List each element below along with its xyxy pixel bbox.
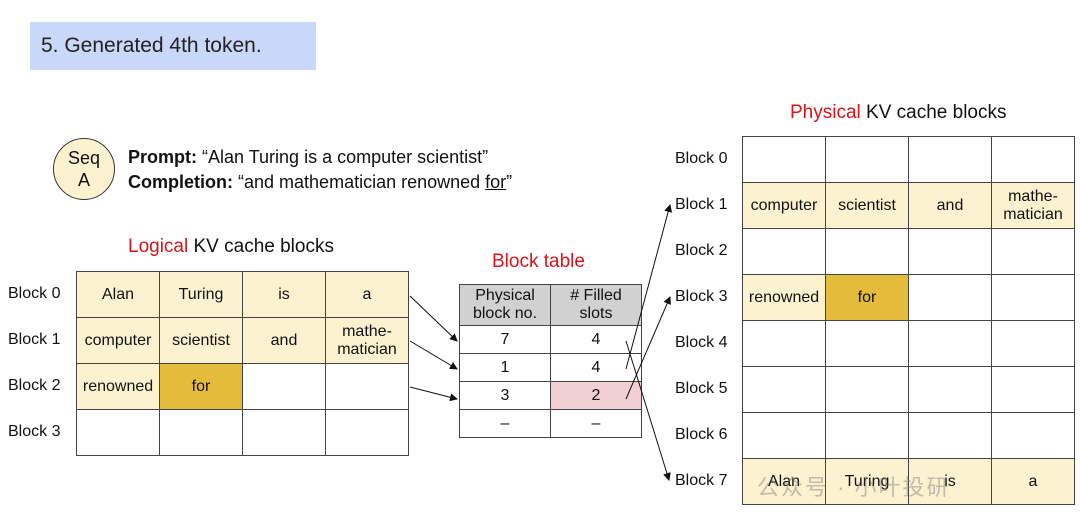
completion-line: Completion: “and mathematician renowned …	[128, 172, 512, 193]
logical-cell: is	[242, 271, 326, 318]
completion-label: Completion:	[128, 172, 233, 192]
step-banner: 5. Generated 4th token.	[30, 22, 316, 70]
logical-title: Logical KV cache blocks	[128, 236, 334, 258]
physical-cell	[991, 274, 1075, 321]
physical-block-label: Block 6	[675, 426, 728, 443]
physical-cell	[825, 228, 909, 275]
prompt-line: Prompt: “Alan Turing is a computer scien…	[128, 147, 488, 168]
arrow-logical-block1-to-table	[409, 340, 458, 370]
completion-text-before: “and mathematician renowned	[238, 172, 486, 192]
physical-cell	[908, 136, 992, 183]
logical-cell: renowned	[76, 363, 160, 410]
arrow-table-row0-to-physical-block7	[625, 340, 671, 481]
physical-title-rest: KV cache blocks	[860, 102, 1007, 123]
logical-cell	[242, 409, 326, 456]
physical-row-block-2	[742, 228, 1075, 275]
logical-block-label: Block 1	[8, 331, 61, 348]
physical-cell	[908, 228, 992, 275]
physical-cell: is	[908, 458, 992, 505]
logical-block-label: Block 0	[8, 285, 61, 302]
physical-block-label: Block 0	[675, 150, 728, 167]
filled-slots-cell: –	[550, 409, 642, 438]
physical-cell	[825, 136, 909, 183]
logical-block-label: Block 3	[8, 423, 61, 440]
watermark: 公众号 · 小叶投研	[757, 475, 951, 500]
physical-cell	[991, 136, 1075, 183]
sequence-badge-line1: Seq	[67, 148, 101, 168]
completion-new-token: for	[485, 172, 507, 192]
arrow-logical-block2-to-table	[409, 386, 458, 402]
physical-cell	[825, 366, 909, 413]
block-table-row: ––	[459, 409, 642, 438]
physical-cell: Turing	[825, 458, 909, 505]
physical-block-label: Block 7	[675, 472, 728, 489]
physical-cell	[908, 412, 992, 459]
prompt-label: Prompt:	[128, 147, 197, 167]
block-table-title: Block table	[492, 251, 585, 272]
physical-cell	[908, 320, 992, 367]
logical-cell	[325, 409, 409, 456]
logical-cell: and	[242, 317, 326, 364]
physical-cell	[742, 228, 826, 275]
physical-block-label: Block 4	[675, 334, 728, 351]
physical-cell: Alan	[742, 458, 826, 505]
physical-cell: mathe-matician	[991, 182, 1075, 229]
physical-cell	[908, 366, 992, 413]
physical-row-block-4	[742, 320, 1075, 367]
physical-title-highlight: Physical	[790, 102, 861, 123]
logical-cell: computer	[76, 317, 160, 364]
physical-cell	[742, 136, 826, 183]
physical-cell: for	[825, 274, 909, 321]
physical-block-number-cell: 3	[459, 381, 551, 410]
physical-block-label: Block 1	[675, 196, 728, 213]
logical-cell: Alan	[76, 271, 160, 318]
arrow-table-row1-to-physical-block1	[625, 204, 673, 370]
arrow-table-row2-to-physical-block3	[625, 296, 671, 400]
physical-block-label: Block 5	[675, 380, 728, 397]
physical-cell: and	[908, 182, 992, 229]
logical-cell: mathe-matician	[325, 317, 409, 364]
physical-cell: renowned	[742, 274, 826, 321]
logical-cell	[325, 363, 409, 410]
physical-row-block-5	[742, 366, 1075, 413]
sequence-badge-line2: A	[77, 170, 90, 190]
logical-cell: Turing	[159, 271, 243, 318]
sequence-badge: Seq A	[53, 138, 115, 200]
logical-block-label: Block 2	[8, 377, 61, 394]
physical-block-number-cell: –	[459, 409, 551, 438]
physical-row-block-0	[742, 136, 1075, 183]
logical-row-block-3	[76, 409, 409, 456]
logical-cell: a	[325, 271, 409, 318]
prompt-text: “Alan Turing is a computer scientist”	[202, 147, 489, 167]
physical-title: Physical KV cache blocks	[790, 102, 1007, 124]
physical-block-label: Block 2	[675, 242, 728, 259]
physical-cell: computer	[742, 182, 826, 229]
physical-cell	[825, 412, 909, 459]
step-title: 5. Generated 4th token.	[41, 34, 262, 57]
logical-title-rest: KV cache blocks	[188, 236, 334, 257]
logical-cell	[76, 409, 160, 456]
physical-block-label: Block 3	[675, 288, 728, 305]
physical-cell: a	[991, 458, 1075, 505]
logical-title-highlight: Logical	[128, 236, 189, 257]
completion-text-after: ”	[506, 172, 513, 192]
logical-cell: scientist	[159, 317, 243, 364]
arrow-logical-block0-to-table	[409, 295, 458, 342]
